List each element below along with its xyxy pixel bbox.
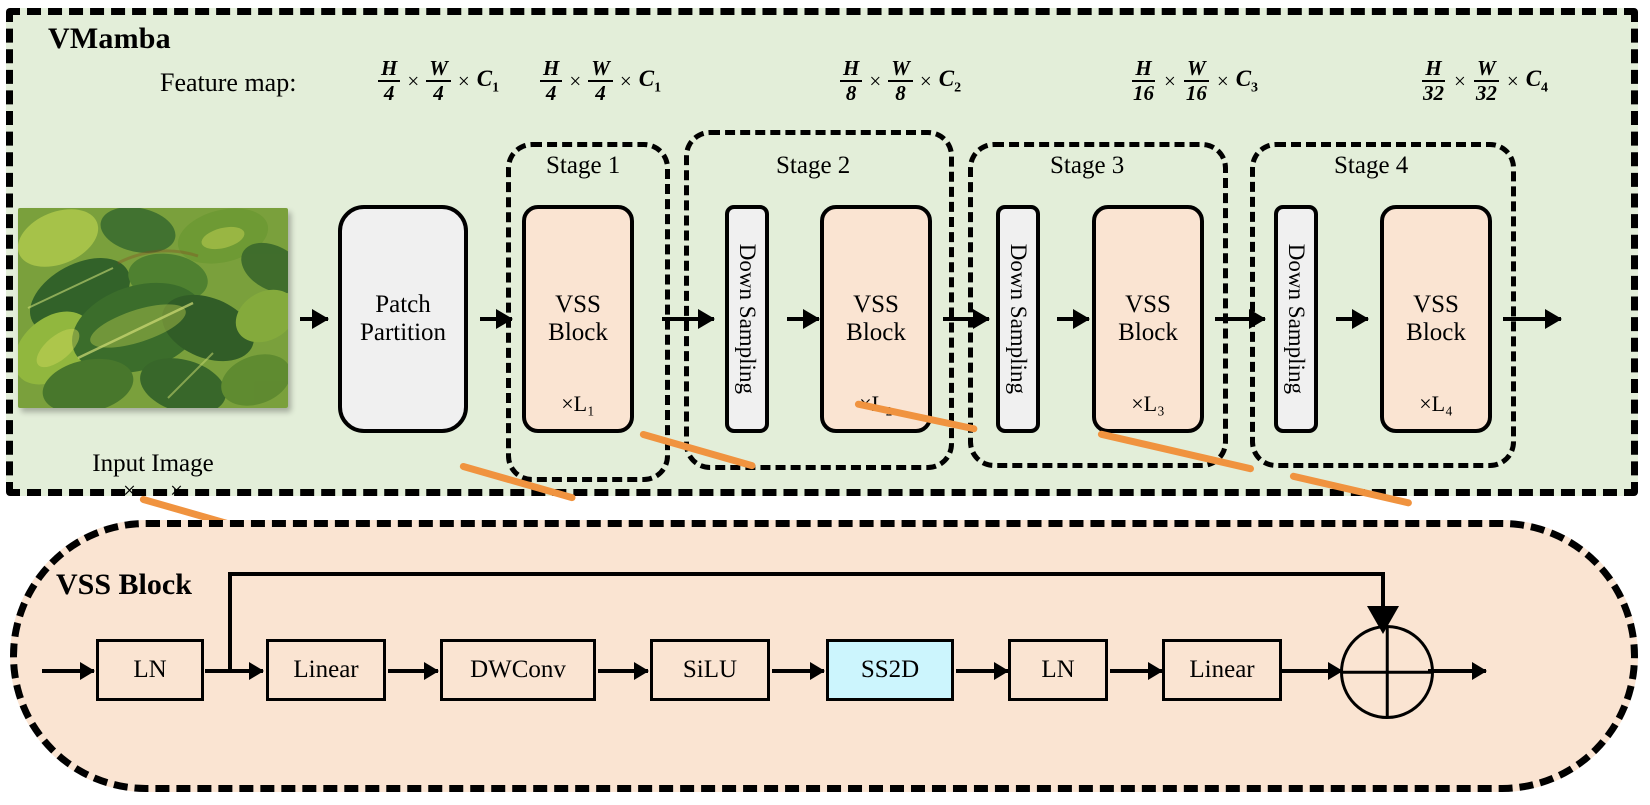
vss-block-stage-4[interactable]: VSS Block ×L₄ <box>1380 205 1492 433</box>
page-title: VMamba <box>48 22 171 55</box>
arrow-stage3-to-downsample4 <box>1215 317 1265 321</box>
input-image-caption: Input Image <box>92 450 214 477</box>
down-sampling-label-2: Down Sampling <box>734 243 760 395</box>
patch-partition-block[interactable]: Patch Partition <box>338 205 468 433</box>
vss-block-detail-title: VSS Block <box>56 568 192 601</box>
leaf-photo-illustration <box>18 208 288 408</box>
patch-partition-line1: Patch <box>375 291 431 318</box>
arrow-input-to-patch <box>300 317 328 321</box>
detail-block-ss2d[interactable]: SS2D <box>826 639 954 701</box>
arrow-linear1-to-dwconv <box>388 669 438 673</box>
arrow-silu-to-ss2d <box>772 669 824 673</box>
multiply-icon: × <box>569 68 582 93</box>
down-sampling-stage-4[interactable]: Down Sampling <box>1274 205 1318 433</box>
down-sampling-stage-2[interactable]: Down Sampling <box>725 205 769 433</box>
residual-branch-horizontal <box>228 572 1384 576</box>
arrow-stage2-to-downsample3 <box>943 317 989 321</box>
detail-block-label: Linear <box>1189 656 1255 683</box>
residual-branch-vertical-right <box>1381 572 1385 610</box>
detail-block-label: LN <box>1041 656 1075 683</box>
arrow-stage4-output <box>1503 317 1561 321</box>
arrow-downsample4-to-vss4 <box>1336 317 1368 321</box>
stage-3-label: Stage 3 <box>1050 152 1125 179</box>
addition-operator-icon <box>1340 625 1434 719</box>
vss-block-stage-1[interactable]: VSS Block ×L₁ <box>522 205 634 433</box>
vss1-repeat: ×L₁ <box>561 391 595 417</box>
detail-block-label: DWConv <box>470 656 566 683</box>
down-sampling-label-3: Down Sampling <box>1005 243 1031 395</box>
down-sampling-stage-3[interactable]: Down Sampling <box>996 205 1040 433</box>
stage-1-label: Stage 1 <box>546 152 621 179</box>
plus-vertical-bar <box>1385 627 1389 717</box>
multiply-icon: × <box>1454 68 1466 93</box>
arrow-ln1-to-linear1 <box>205 669 263 673</box>
multiply-icon: × <box>869 68 882 93</box>
multiply-icon: × <box>1216 68 1229 93</box>
down-sampling-label-4: Down Sampling <box>1283 243 1309 395</box>
vss3-repeat: ×L₃ <box>1131 391 1165 417</box>
stage-4-label: Stage 4 <box>1334 152 1409 179</box>
arrow-stage1-to-downsample2 <box>662 317 714 321</box>
arrow-downsample2-to-vss2 <box>787 317 819 321</box>
vss2-line1: VSS <box>853 291 899 318</box>
multiply-icon: × <box>619 68 632 93</box>
stage-2-label: Stage 2 <box>776 152 851 179</box>
detail-block-linear-1[interactable]: Linear <box>266 639 386 701</box>
patch-partition-line2: Partition <box>359 319 447 346</box>
feature-map-label: Feature map: <box>160 68 297 97</box>
vss1-line2: Block <box>548 319 608 346</box>
arrow-downsample3-to-vss3 <box>1057 317 1089 321</box>
arrow-linear2-to-add <box>1282 669 1342 673</box>
detail-block-label: Linear <box>293 656 359 683</box>
detail-block-ln-2[interactable]: LN <box>1008 639 1108 701</box>
fm1-h-den: 4 <box>383 81 395 106</box>
detail-block-linear-2[interactable]: Linear <box>1162 639 1282 701</box>
arrow-into-ln-1 <box>42 669 94 673</box>
multiply-icon: × <box>1506 68 1519 93</box>
arrow-ln2-to-linear2 <box>1110 669 1162 673</box>
stage-3-container <box>968 142 1228 468</box>
vss-block-stage-2[interactable]: VSS Block ×L₂ <box>820 205 932 433</box>
vss4-line1: VSS <box>1413 291 1459 318</box>
arrow-patch-to-stage1 <box>480 317 512 321</box>
vss-block-stage-3[interactable]: VSS Block ×L₃ <box>1092 205 1204 433</box>
multiply-icon: × <box>1164 68 1176 93</box>
vss1-line1: VSS <box>555 291 601 318</box>
fm3-channel: C2 <box>938 66 962 96</box>
detail-block-label: LN <box>133 656 167 683</box>
input-image-thumbnail <box>18 208 288 408</box>
vss4-line2: Block <box>1406 319 1466 346</box>
fm1-w-den: 4 <box>433 81 444 106</box>
vss3-line2: Block <box>1118 319 1178 346</box>
arrow-add-to-output <box>1428 669 1486 673</box>
arrow-ss2d-to-ln2 <box>956 669 1008 673</box>
detail-block-dwconv[interactable]: DWConv <box>440 639 596 701</box>
stage-4-container <box>1250 142 1516 468</box>
multiply-icon: × <box>457 68 470 93</box>
vss2-line2: Block <box>846 319 906 346</box>
detail-block-silu[interactable]: SiLU <box>650 639 770 701</box>
stage-2-container <box>684 130 954 470</box>
arrow-dwconv-to-silu <box>598 669 648 673</box>
vss3-line1: VSS <box>1125 291 1171 318</box>
fm4-channel: C3 <box>1235 66 1259 96</box>
vss4-repeat: ×L₄ <box>1419 391 1453 417</box>
multiply-icon: × <box>919 68 932 93</box>
fm1-channel: C1 <box>476 66 500 96</box>
detail-block-label: SS2D <box>860 656 920 683</box>
fm5-channel: C4 <box>1525 66 1549 96</box>
residual-branch-vertical-left <box>228 572 232 672</box>
fm1-w: W <box>426 57 451 83</box>
fm1-h: H <box>378 57 401 83</box>
detail-block-label: SiLU <box>682 656 738 683</box>
fm2-channel: C1 <box>638 66 662 96</box>
detail-block-ln-1[interactable]: LN <box>96 639 204 701</box>
multiply-icon: × <box>407 68 420 93</box>
